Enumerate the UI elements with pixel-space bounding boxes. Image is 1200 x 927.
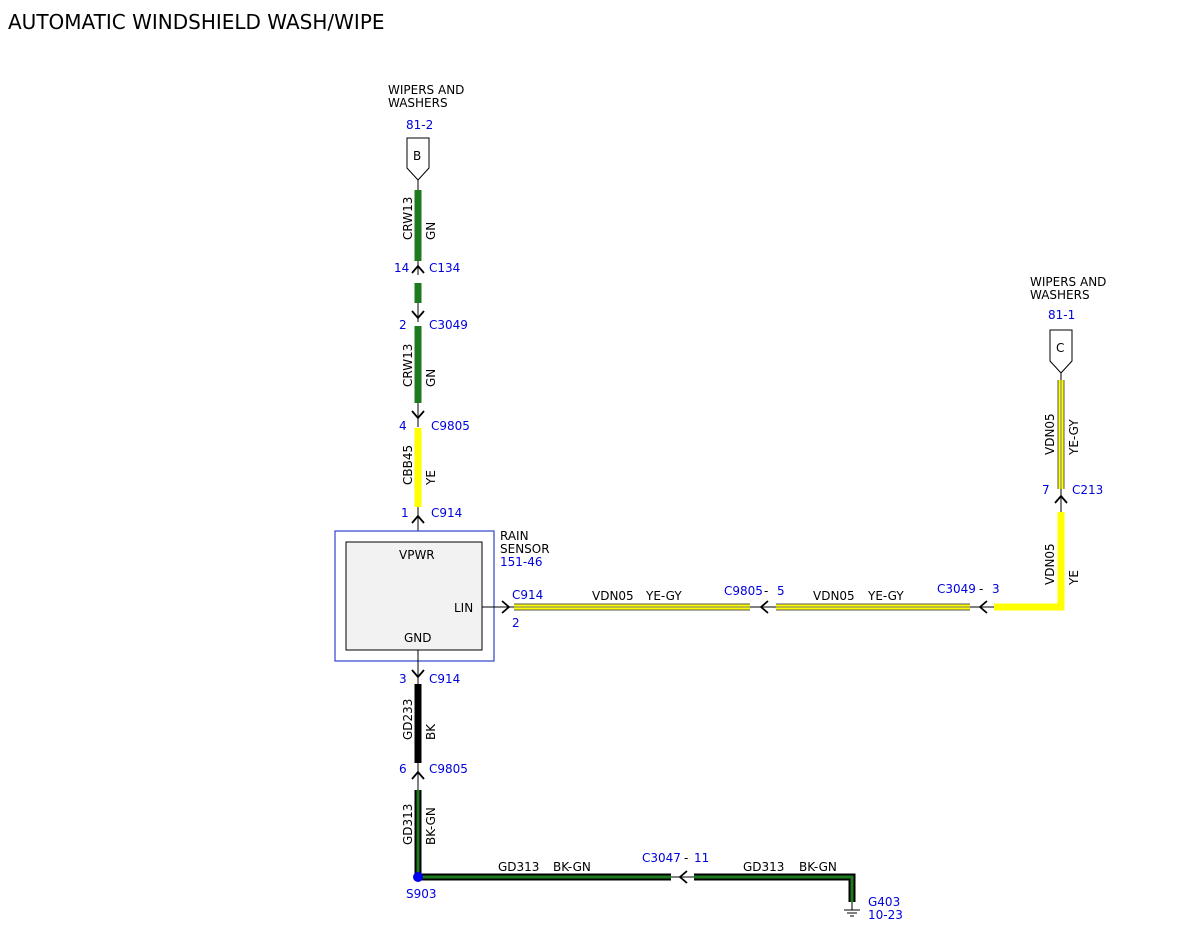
wire-crw13-upper-circuit: CRW13 bbox=[401, 197, 415, 240]
connector-c3049-symbol bbox=[411, 310, 425, 320]
splice-s903-name[interactable]: S903 bbox=[406, 887, 437, 901]
connector-c9805-h-sep: - bbox=[764, 584, 768, 598]
wipers-b-label-line1: WIPERS AND bbox=[388, 83, 464, 97]
connector-c134-symbol bbox=[411, 264, 425, 274]
connector-c3049-v-pin[interactable]: 2 bbox=[399, 318, 407, 332]
connector-c9805-gnd-pin[interactable]: 6 bbox=[399, 762, 407, 776]
connector-c134-name[interactable]: C134 bbox=[429, 261, 460, 275]
connector-c9805-h-name[interactable]: C9805 bbox=[724, 584, 763, 598]
connector-c9805-v-pin[interactable]: 4 bbox=[399, 419, 407, 433]
wire-vdn05-h1-color: YE-GY bbox=[645, 589, 682, 603]
connector-c3047-sep: - bbox=[684, 851, 688, 865]
connector-c3049-h-name[interactable]: C3049 bbox=[937, 582, 976, 596]
connector-c914-gnd-symbol bbox=[411, 669, 425, 679]
connector-c914-lin-pin[interactable]: 2 bbox=[512, 616, 520, 630]
wire-cbb45-color: YE bbox=[424, 470, 438, 486]
connector-c9805-gnd-symbol bbox=[411, 770, 425, 780]
wire-crw13-upper-color: GN bbox=[424, 222, 438, 240]
wire-cbb45-circuit: CBB45 bbox=[401, 445, 415, 485]
rain-sensor-name-line1: RAIN bbox=[500, 529, 529, 543]
connector-c9805-gnd-name[interactable]: C9805 bbox=[429, 762, 468, 776]
connector-c134-pin[interactable]: 14 bbox=[394, 261, 409, 275]
wire-vdn05-v-upper-color: YE-GY bbox=[1067, 419, 1081, 456]
rain-sensor-name-line2: SENSOR bbox=[500, 542, 550, 556]
offpage-connector-b-letter: B bbox=[413, 149, 421, 163]
wire-vdn05-h2-color: YE-GY bbox=[867, 589, 904, 603]
wire-gd233-color: BK bbox=[424, 723, 438, 740]
connector-c3049-v-name[interactable]: C3049 bbox=[429, 318, 468, 332]
connector-c9805-symbol bbox=[411, 410, 425, 420]
wire-vdn05-h1-circuit: VDN05 bbox=[592, 589, 634, 603]
connector-c3047-name[interactable]: C3047 bbox=[642, 851, 681, 865]
connector-c9805-h-pin[interactable]: 5 bbox=[777, 584, 785, 598]
ground-g403-name[interactable]: G403 bbox=[868, 895, 900, 909]
rain-sensor-pin-lin: LIN bbox=[454, 601, 473, 615]
wire-gd313-v-color: BK-GN bbox=[424, 807, 438, 845]
wire-vdn05-v-lower-circuit: VDN05 bbox=[1043, 543, 1057, 585]
offpage-connector-b[interactable] bbox=[406, 137, 430, 181]
rain-sensor-pin-gnd: GND bbox=[404, 631, 432, 645]
connector-c213-pin[interactable]: 7 bbox=[1042, 483, 1050, 497]
connector-c9805-h-symbol bbox=[759, 600, 769, 614]
wire-vdn05-h2-circuit: VDN05 bbox=[813, 589, 855, 603]
rain-sensor-module[interactable] bbox=[345, 541, 483, 651]
connector-c914-top-name[interactable]: C914 bbox=[431, 506, 462, 520]
wire-gd313-h1-circuit: GD313 bbox=[498, 860, 539, 874]
wire-vdn05-v-upper-circuit: VDN05 bbox=[1043, 413, 1057, 455]
connector-c914-top-symbol bbox=[411, 514, 425, 524]
offpage-connector-c-letter: C bbox=[1056, 341, 1064, 355]
connector-c914-gnd-name[interactable]: C914 bbox=[429, 672, 460, 686]
wire-gd313-v-circuit: GD313 bbox=[401, 804, 415, 845]
wire-gd313-h2-circuit: GD313 bbox=[743, 860, 784, 874]
ground-g403-page-ref[interactable]: 10-23 bbox=[868, 908, 903, 922]
wipers-c-label-line1: WIPERS AND bbox=[1030, 275, 1106, 289]
connector-c213-symbol bbox=[1054, 494, 1068, 504]
splice-s903-dot[interactable] bbox=[413, 872, 423, 882]
wire-crw13-lower-color: GN bbox=[424, 369, 438, 387]
wire-gd313-h2 bbox=[694, 873, 856, 902]
connector-c3049-h-sep: - bbox=[979, 582, 983, 596]
connector-c914-gnd-pin[interactable]: 3 bbox=[399, 672, 407, 686]
connector-c914-lin-name[interactable]: C914 bbox=[512, 588, 543, 602]
connector-c3047-pin[interactable]: 11 bbox=[694, 851, 709, 865]
diagram-title: AUTOMATIC WINDSHIELD WASH/WIPE bbox=[8, 10, 385, 34]
wipers-b-label-line2: WASHERS bbox=[388, 96, 448, 110]
wire-vdn05-v-lower-color: YE bbox=[1067, 570, 1081, 586]
wipers-c-label-line2: WASHERS bbox=[1030, 288, 1090, 302]
wire-gd233-circuit: GD233 bbox=[401, 699, 415, 740]
rain-sensor-pin-vpwr: VPWR bbox=[399, 548, 435, 562]
connector-c3049-h-symbol bbox=[978, 600, 988, 614]
connector-c3049-h-pin[interactable]: 3 bbox=[992, 582, 1000, 596]
wire-gd313-h2-color: BK-GN bbox=[799, 860, 837, 874]
wire-crw13-lower-circuit: CRW13 bbox=[401, 344, 415, 387]
connector-c9805-v-name[interactable]: C9805 bbox=[431, 419, 470, 433]
ground-icon bbox=[844, 902, 860, 917]
connector-c914-top-pin[interactable]: 1 bbox=[401, 506, 409, 520]
connector-c914-lin-symbol bbox=[501, 600, 511, 614]
connector-c3047-symbol bbox=[678, 870, 688, 884]
wipers-b-page-ref[interactable]: 81-2 bbox=[406, 118, 433, 132]
connector-c213-name[interactable]: C213 bbox=[1072, 483, 1103, 497]
wipers-c-page-ref[interactable]: 81-1 bbox=[1048, 308, 1075, 322]
offpage-connector-c[interactable] bbox=[1049, 329, 1073, 374]
wire-vdn05-ye bbox=[994, 512, 1065, 611]
rain-sensor-page-ref[interactable]: 151-46 bbox=[500, 555, 543, 569]
wire-gd313-h1-color: BK-GN bbox=[553, 860, 591, 874]
